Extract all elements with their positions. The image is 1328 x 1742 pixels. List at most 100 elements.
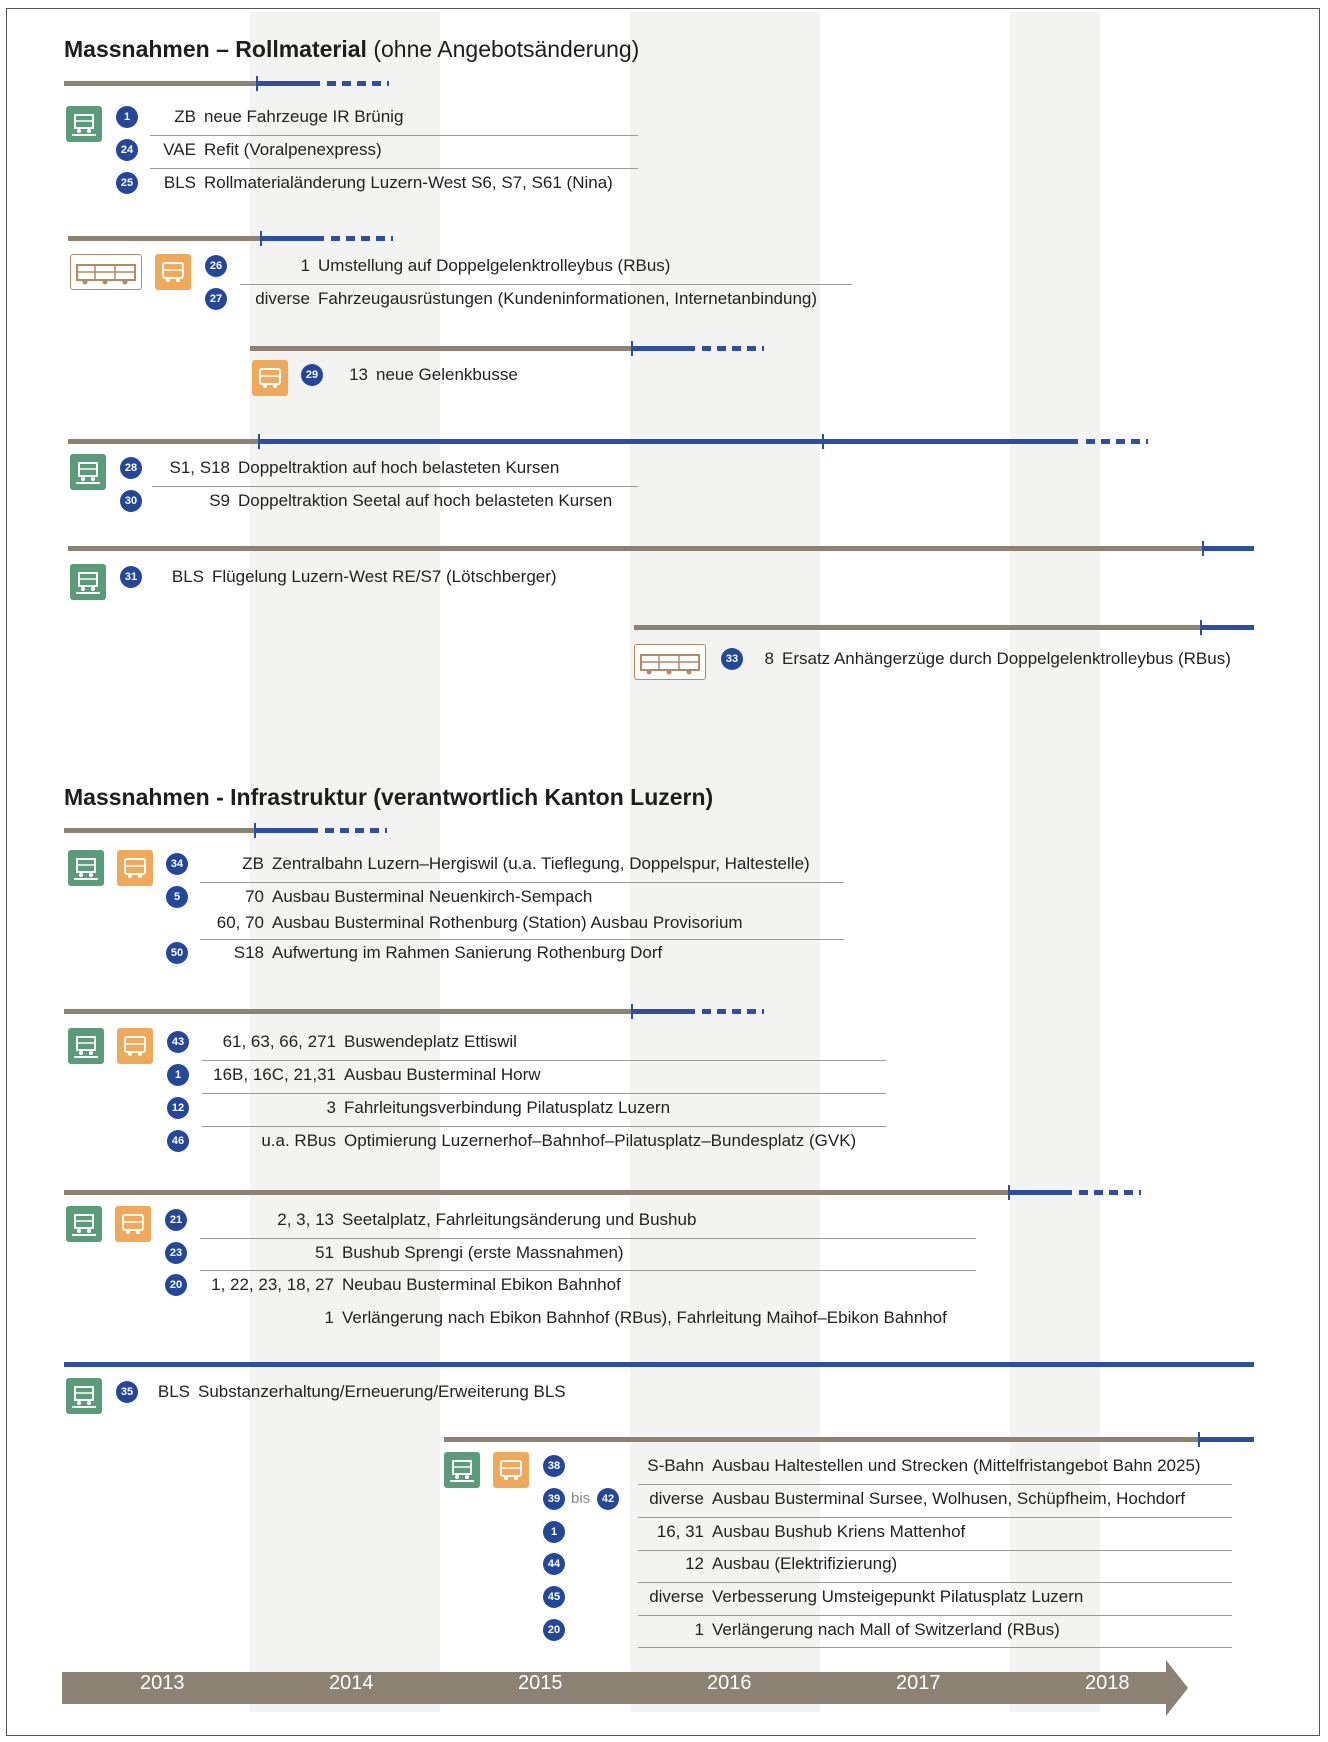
bus-icon	[117, 1028, 153, 1064]
measure-line: 3	[326, 1098, 336, 1117]
year-label: 2013	[140, 1672, 185, 1694]
measure-description: Buswendeplatz Ettiswil	[344, 1032, 517, 1051]
measure-description: Doppeltraktion Seetal auf hoch belastete…	[238, 491, 613, 510]
measure-number-badge: 20	[165, 1274, 187, 1296]
measure-line: BLS	[157, 1382, 190, 1401]
measure-number-badge: 20	[543, 1619, 565, 1641]
row-separator	[638, 1550, 1232, 1551]
timeline-bar-planning	[64, 828, 254, 833]
year-band-2018	[1010, 12, 1100, 1712]
measure-description: Aufwertung im Rahmen Sanierung Rothenbur…	[272, 943, 663, 962]
train-icon	[66, 1206, 102, 1242]
timeline-bar-open-end	[327, 81, 389, 86]
measure-number-badge: 23	[165, 1242, 187, 1264]
measure-line: 8	[764, 649, 774, 668]
year-label: 2018	[1085, 1672, 1130, 1694]
measure-number-badge: 25	[116, 172, 138, 194]
measure-description: Ausbau Busterminal Rothenburg (Station) …	[272, 913, 743, 932]
infrastruktur-title-text: Massnahmen - Infrastruktur (verantwortli…	[64, 784, 714, 810]
row-separator	[202, 1093, 886, 1094]
timeline-tick	[1200, 620, 1202, 635]
timeline-bar-open-end	[1086, 439, 1148, 444]
timeline-bar-implementation	[631, 1009, 695, 1014]
measure-description: Seetalplatz, Fahrleitungsänderung und Bu…	[342, 1210, 697, 1229]
measure-line: S-Bahn	[647, 1456, 704, 1475]
measure-number-badge: 29	[301, 364, 323, 386]
timeline-bar-planning	[64, 1009, 631, 1014]
measure-description: Ausbau Haltestellen und Strecken (Mittel…	[712, 1456, 1201, 1475]
measure-number-badge: 39	[543, 1488, 565, 1510]
measure-row: ZB Zentralbahn Luzern–Hergiswil (u.a. Tie…	[200, 852, 810, 876]
measure-number-badge: 5	[166, 886, 188, 908]
measure-description: Umstellung auf Doppelgelenktrolleybus (R…	[318, 256, 671, 275]
timeline-tick	[631, 1004, 633, 1019]
measure-line: 51	[315, 1243, 334, 1262]
row-separator	[638, 1615, 1232, 1616]
timeline-tick	[254, 823, 256, 838]
measure-line: S9	[209, 491, 230, 510]
timeline-bar-open-end	[702, 346, 764, 351]
measure-line: 1	[324, 1308, 334, 1327]
measure-number-badge: 27	[205, 288, 227, 310]
measure-number-badge: 45	[543, 1586, 565, 1608]
timeline-bar-open-end	[702, 1009, 764, 1014]
measure-line: diverse	[649, 1587, 704, 1606]
infrastruktur-title: Massnahmen - Infrastruktur (verantwortli…	[64, 784, 713, 811]
bis-label: bis	[571, 1490, 591, 1507]
measure-number-badge: 24	[116, 139, 138, 161]
measure-description: Ausbau Bushub Kriens Mattenhof	[712, 1522, 966, 1541]
measure-number-badge: 38	[543, 1455, 565, 1477]
measure-description: Ausbau Busterminal Horw	[344, 1065, 541, 1084]
measure-line: diverse	[649, 1489, 704, 1508]
measure-number-badge: 44	[543, 1553, 565, 1575]
measure-description: Zentralbahn Luzern–Hergiswil (u.a. Tiefl…	[272, 854, 810, 873]
measure-number-badge: 1	[116, 106, 138, 128]
measure-number-badge: 34	[166, 853, 188, 875]
measure-line: 13	[349, 365, 368, 384]
year-label: 2017	[896, 1672, 941, 1694]
measure-line: 60, 70	[216, 913, 264, 932]
measure-number-badge: 35	[116, 1381, 138, 1403]
frame	[6, 8, 1320, 1736]
measure-number-badge: 46	[167, 1130, 189, 1152]
row-separator	[200, 1270, 976, 1271]
timeline-bar-open-end	[1079, 1190, 1141, 1195]
timeline-bar-implementation	[256, 81, 320, 86]
measure-description: Rollmaterialänderung Luzern-West S6, S7,…	[204, 173, 613, 192]
timeline-bar-planning	[68, 546, 1202, 551]
measure-number-badge: 42	[597, 1488, 619, 1510]
year-label: 2015	[518, 1672, 563, 1694]
timeline-bar-planning	[64, 1190, 1008, 1195]
rollmaterial-title: Massnahmen – Rollmaterial (ohne Angebots…	[64, 36, 639, 63]
train-icon	[68, 850, 104, 886]
timeline-tick	[631, 341, 633, 356]
row-separator	[638, 1484, 1232, 1485]
timeline-bar-open-end	[331, 236, 393, 241]
bus-icon	[115, 1206, 151, 1242]
timeline-bar-planning	[64, 81, 256, 86]
timeline-tick	[1008, 1185, 1010, 1200]
measure-number-badge: 28	[120, 457, 142, 479]
timeline-bar-planning	[68, 439, 258, 444]
measure-number-badge: 26	[205, 255, 227, 277]
row-separator	[150, 168, 638, 169]
timeline-tick	[258, 434, 260, 449]
timeline-tick	[1202, 541, 1204, 556]
bus-icon	[117, 850, 153, 886]
measure-number-badge: 1	[543, 1521, 565, 1543]
measure-line: ZB	[242, 854, 264, 873]
